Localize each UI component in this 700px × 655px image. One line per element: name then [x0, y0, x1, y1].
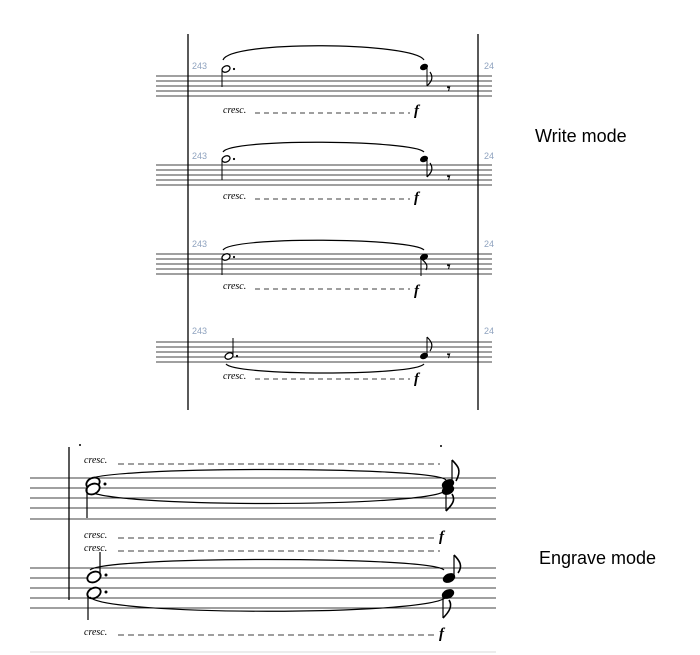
dynamic-mark: f — [414, 190, 421, 206]
cresc-text: cresc. — [223, 105, 246, 116]
augmentation-dot — [104, 573, 108, 577]
engrave-mode-label: Engrave mode — [539, 548, 657, 568]
note-flag — [442, 599, 452, 619]
slur — [222, 45, 425, 61]
dynamic-mark: f — [439, 529, 446, 545]
write-mode-label: Write mode — [535, 126, 627, 146]
slur — [89, 558, 445, 571]
slur — [89, 596, 447, 612]
engrave-mode-score: cresc. cresc. f cresc. — [30, 444, 496, 653]
note-flag — [420, 257, 428, 271]
augmentation-dot — [235, 354, 239, 358]
augmentation-dot — [232, 157, 236, 161]
eighth-rest: 𝄾 — [446, 349, 451, 364]
dynamic-mark: f — [414, 283, 421, 299]
eighth-rest: 𝄾 — [446, 260, 451, 275]
slur — [222, 141, 425, 153]
bar-number: 243 — [192, 61, 207, 71]
dynamic-mark: f — [414, 371, 421, 387]
staff-lines — [156, 341, 492, 363]
bar-number: 243 — [192, 151, 207, 161]
dynamic-mark: f — [439, 626, 446, 642]
next-bar-number: 24 — [484, 151, 494, 161]
note-flag — [451, 459, 460, 482]
next-bar-number: 24 — [484, 61, 494, 71]
note-flag — [426, 336, 433, 352]
write-system-4: 243 24 𝄾 cresc. f — [156, 326, 494, 387]
eighth-note-head — [419, 352, 429, 360]
eighth-note-head — [441, 589, 455, 599]
next-bar-number: 24 — [484, 326, 494, 336]
dynamic-mark: f — [414, 103, 421, 119]
note-flag — [453, 554, 462, 574]
staff-lines — [30, 477, 496, 520]
write-system-1: 243 24 𝄾 cresc. f — [156, 45, 494, 119]
augmentation-dot — [232, 255, 236, 259]
slur — [87, 468, 447, 481]
cresc-text: cresc. — [84, 543, 107, 554]
cresc-text: cresc. — [84, 455, 107, 466]
cresc-text: cresc. — [223, 371, 246, 382]
eighth-note-head — [441, 485, 455, 495]
write-system-2: 243 24 𝄾 cresc. f — [156, 141, 494, 206]
next-bar-number: 24 — [484, 239, 494, 249]
staff-lines — [156, 253, 492, 275]
augmentation-dot — [232, 67, 236, 71]
bar-number: 243 — [192, 326, 207, 336]
cresc-text: cresc. — [223, 191, 246, 202]
augmentation-dot — [104, 590, 108, 594]
note-flag — [426, 162, 433, 178]
write-system-3: 243 24 𝄾 cresc. f — [156, 239, 494, 299]
slur — [87, 489, 447, 505]
staff-lines — [156, 75, 492, 97]
slur — [225, 363, 425, 374]
augmentation-dot — [103, 482, 107, 486]
slur — [222, 239, 425, 251]
eighth-rest: 𝄾 — [446, 82, 451, 97]
eighth-note-head — [419, 63, 429, 71]
note-flag — [445, 493, 455, 512]
cresc-text: cresc. — [84, 627, 107, 638]
staff-lines — [156, 164, 492, 186]
cresc-text: cresc. — [223, 281, 246, 292]
note-flag — [426, 71, 433, 87]
eighth-rest: 𝄾 — [446, 171, 451, 186]
eighth-note-head — [419, 155, 429, 163]
cresc-text: cresc. — [84, 530, 107, 541]
eighth-note-head — [442, 573, 456, 583]
bar-number: 243 — [192, 239, 207, 249]
staff-lines — [30, 567, 496, 609]
